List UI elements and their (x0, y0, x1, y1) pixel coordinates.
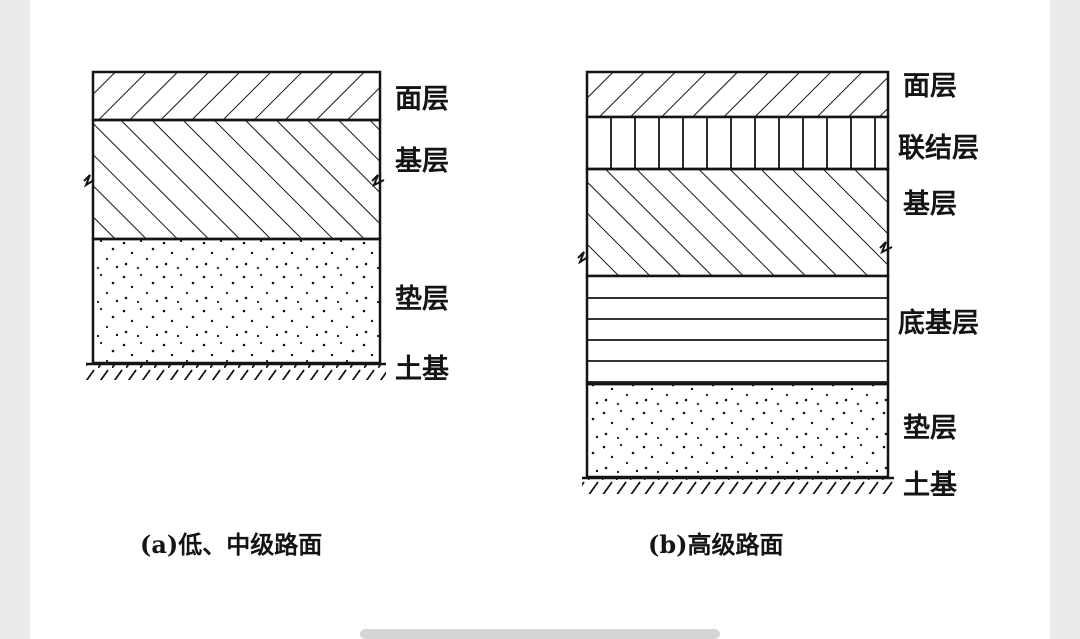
diagram-a-subgrade-hatch (86, 364, 386, 380)
diagram-b-break-mark-left (577, 251, 589, 265)
diagram-b-label-cushion: 垫层 (903, 413, 957, 444)
diagram-a-label-subgrade: 土基 (395, 354, 450, 385)
diagram-b-label-surface: 面层 (903, 71, 957, 102)
diagram-a-break-mark-left (83, 174, 95, 188)
diagram-b-surface-layer (585, 70, 890, 119)
diagram-b-base-layer (585, 167, 890, 278)
diagram-b-label-binder: 联结层 (898, 133, 979, 164)
diagram-b-label-subbase: 底基层 (898, 307, 979, 339)
diagram-a-cushion-layer (91, 237, 382, 365)
diagram-a-surface-layer (91, 70, 382, 122)
diagram-b-label-subgrade: 土基 (903, 470, 958, 501)
diagram-a-label-cushion: 垫层 (395, 284, 449, 315)
diagram-b-caption: (b)高级路面 (648, 530, 784, 559)
diagram-b: 面层 联结层 基层 底基层 垫层 土基 (b)高级路面 (577, 70, 979, 559)
diagram-b-subbase-layer (585, 274, 890, 386)
diagram-b-label-base: 基层 (903, 189, 957, 220)
diagram-b-break-mark-right (879, 241, 893, 255)
diagram-b-binder-vertical-lines (610, 117, 876, 169)
diagram-a-break-mark-right (371, 174, 385, 188)
diagram-a-caption: (a)低、中级路面 (140, 530, 322, 559)
diagram-a: 面层 基层 垫层 土基 (a)低、中级路面 (83, 70, 450, 559)
diagram-b-subbase-horizontal-lines (587, 297, 888, 383)
home-indicator-bar (360, 629, 720, 639)
diagram-a-base-layer (91, 118, 382, 241)
diagram-a-label-surface: 面层 (395, 84, 449, 115)
diagram-b-binder-layer (585, 115, 890, 171)
diagram-b-cushion-layer (585, 382, 890, 479)
diagram-b-subgrade-hatch (582, 478, 894, 494)
diagram-a-label-base: 基层 (395, 146, 449, 177)
